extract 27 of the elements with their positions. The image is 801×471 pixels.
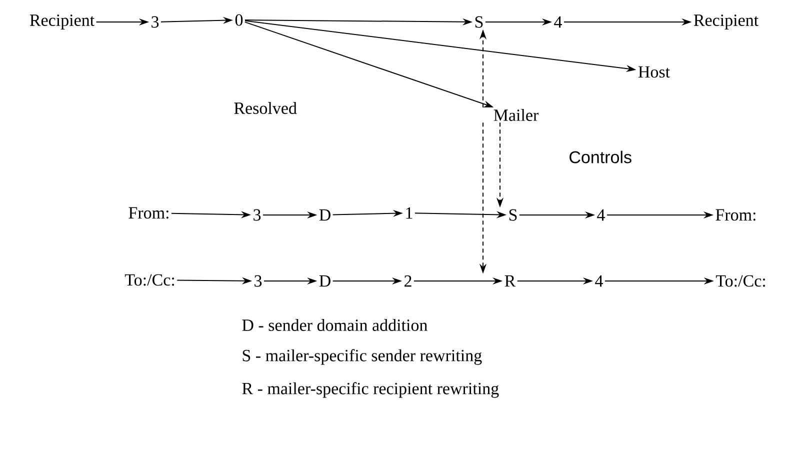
node-text: Recipient (30, 14, 94, 30)
node-text: D (319, 209, 330, 221)
node-text: 1 (406, 207, 412, 219)
annotation-text: Controls (570, 150, 632, 164)
node-text: S (509, 209, 517, 221)
key-text: S - mailer-specific sender rewriting (242, 349, 482, 365)
node-text: From: (128, 207, 168, 219)
node-text: 3 (152, 16, 159, 28)
node-text: Host (638, 66, 670, 78)
node-text: 0 (235, 14, 243, 26)
node-text: To:/Cc: (124, 274, 174, 286)
node-text: 3 (254, 275, 262, 287)
node-text: D (319, 275, 330, 287)
node-text: R (504, 275, 516, 287)
node-text: Mailer (494, 109, 538, 121)
node-text: 4 (595, 275, 603, 287)
annotation-text: Resolved (234, 102, 297, 114)
key-text: D - sender domain addition (242, 319, 428, 331)
node-text: 3 (254, 209, 261, 221)
node-text: 2 (404, 275, 412, 287)
node-text: S (475, 16, 483, 28)
node-text: From: (716, 209, 756, 221)
node-text: 4 (597, 209, 605, 221)
node-text: Recipient (694, 14, 758, 30)
node-text: 4 (554, 16, 562, 28)
key-text: R - mailer-specific recipient rewriting (242, 382, 499, 398)
node-text: To:/Cc: (716, 275, 766, 287)
